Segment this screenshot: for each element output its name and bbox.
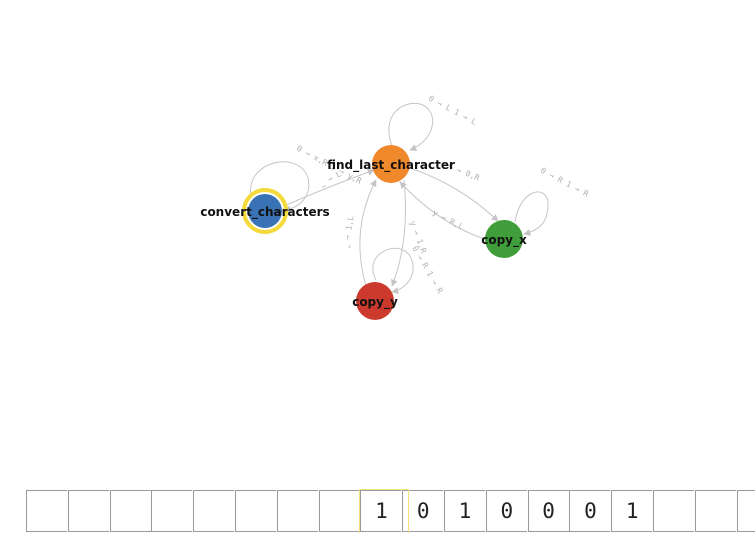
tape-cell[interactable]: 0 (527, 490, 569, 532)
transition-labels: 0 → L 1 → L x → 0,R 0 → R 1 → R y → R,L … (295, 94, 590, 295)
edge-copy-x-to-find (399, 181, 489, 241)
tape-cell[interactable] (694, 490, 736, 532)
tape-cell[interactable] (193, 490, 235, 532)
edge-label: 0 → R 1 → R (539, 166, 590, 199)
tape-cell[interactable]: 0 (485, 490, 527, 532)
tape-cell[interactable] (26, 490, 67, 532)
state-find-last-character[interactable]: find_last_character (327, 145, 455, 183)
edge-find-to-copy-y (391, 179, 406, 287)
tape-cell[interactable]: 1 (360, 490, 402, 532)
state-circle[interactable] (485, 220, 523, 258)
edge-copy-x-self (514, 191, 549, 236)
state-label: find_last_character (327, 158, 455, 173)
edge-copy-y-self (372, 247, 414, 295)
state-copy-y[interactable]: copy_y (352, 282, 398, 320)
edge-convert-to-find (283, 168, 375, 207)
edge-find-to-copy-x (409, 167, 499, 222)
state-convert-characters[interactable]: convert_characters (200, 188, 330, 234)
tape-cell[interactable] (235, 490, 276, 532)
edge-label: 0 → R 1 → R (410, 245, 444, 296)
edge-label: y → R,L (431, 208, 465, 232)
edge-find-self (388, 102, 434, 151)
tape-cell[interactable] (653, 490, 694, 532)
tape-cell[interactable] (276, 490, 318, 532)
state-circle[interactable] (372, 145, 410, 183)
state-circle[interactable] (356, 282, 394, 320)
tape-cell[interactable]: 1 (444, 490, 485, 532)
edge-label: 0 → L 1 → L (427, 94, 478, 127)
edge-label: ⎵ → 1,L (341, 215, 355, 248)
tape-cell[interactable] (109, 490, 151, 532)
state-label: convert_characters (200, 205, 329, 220)
tape-cell[interactable] (67, 490, 109, 532)
tape-cell[interactable]: 0 (569, 490, 611, 532)
tape-cell[interactable]: 0 (402, 490, 444, 532)
current-state-highlight (242, 188, 288, 234)
state-label: copy_y (352, 295, 398, 310)
transition-edges (250, 102, 549, 295)
state-copy-x[interactable]: copy_x (481, 220, 527, 258)
state-label: copy_x (481, 233, 527, 248)
edge-copy-y-to-find (359, 179, 377, 287)
tape-cell[interactable] (151, 490, 193, 532)
tape-cell[interactable] (318, 490, 360, 532)
edge-convert-self (250, 161, 310, 213)
tape-cell[interactable]: 1 (611, 490, 653, 532)
state-circle[interactable] (248, 194, 282, 228)
state-diagram: 0 → L 1 → L x → 0,R 0 → R 1 → R y → R,L … (200, 94, 590, 320)
tape-cell[interactable] (736, 490, 755, 532)
